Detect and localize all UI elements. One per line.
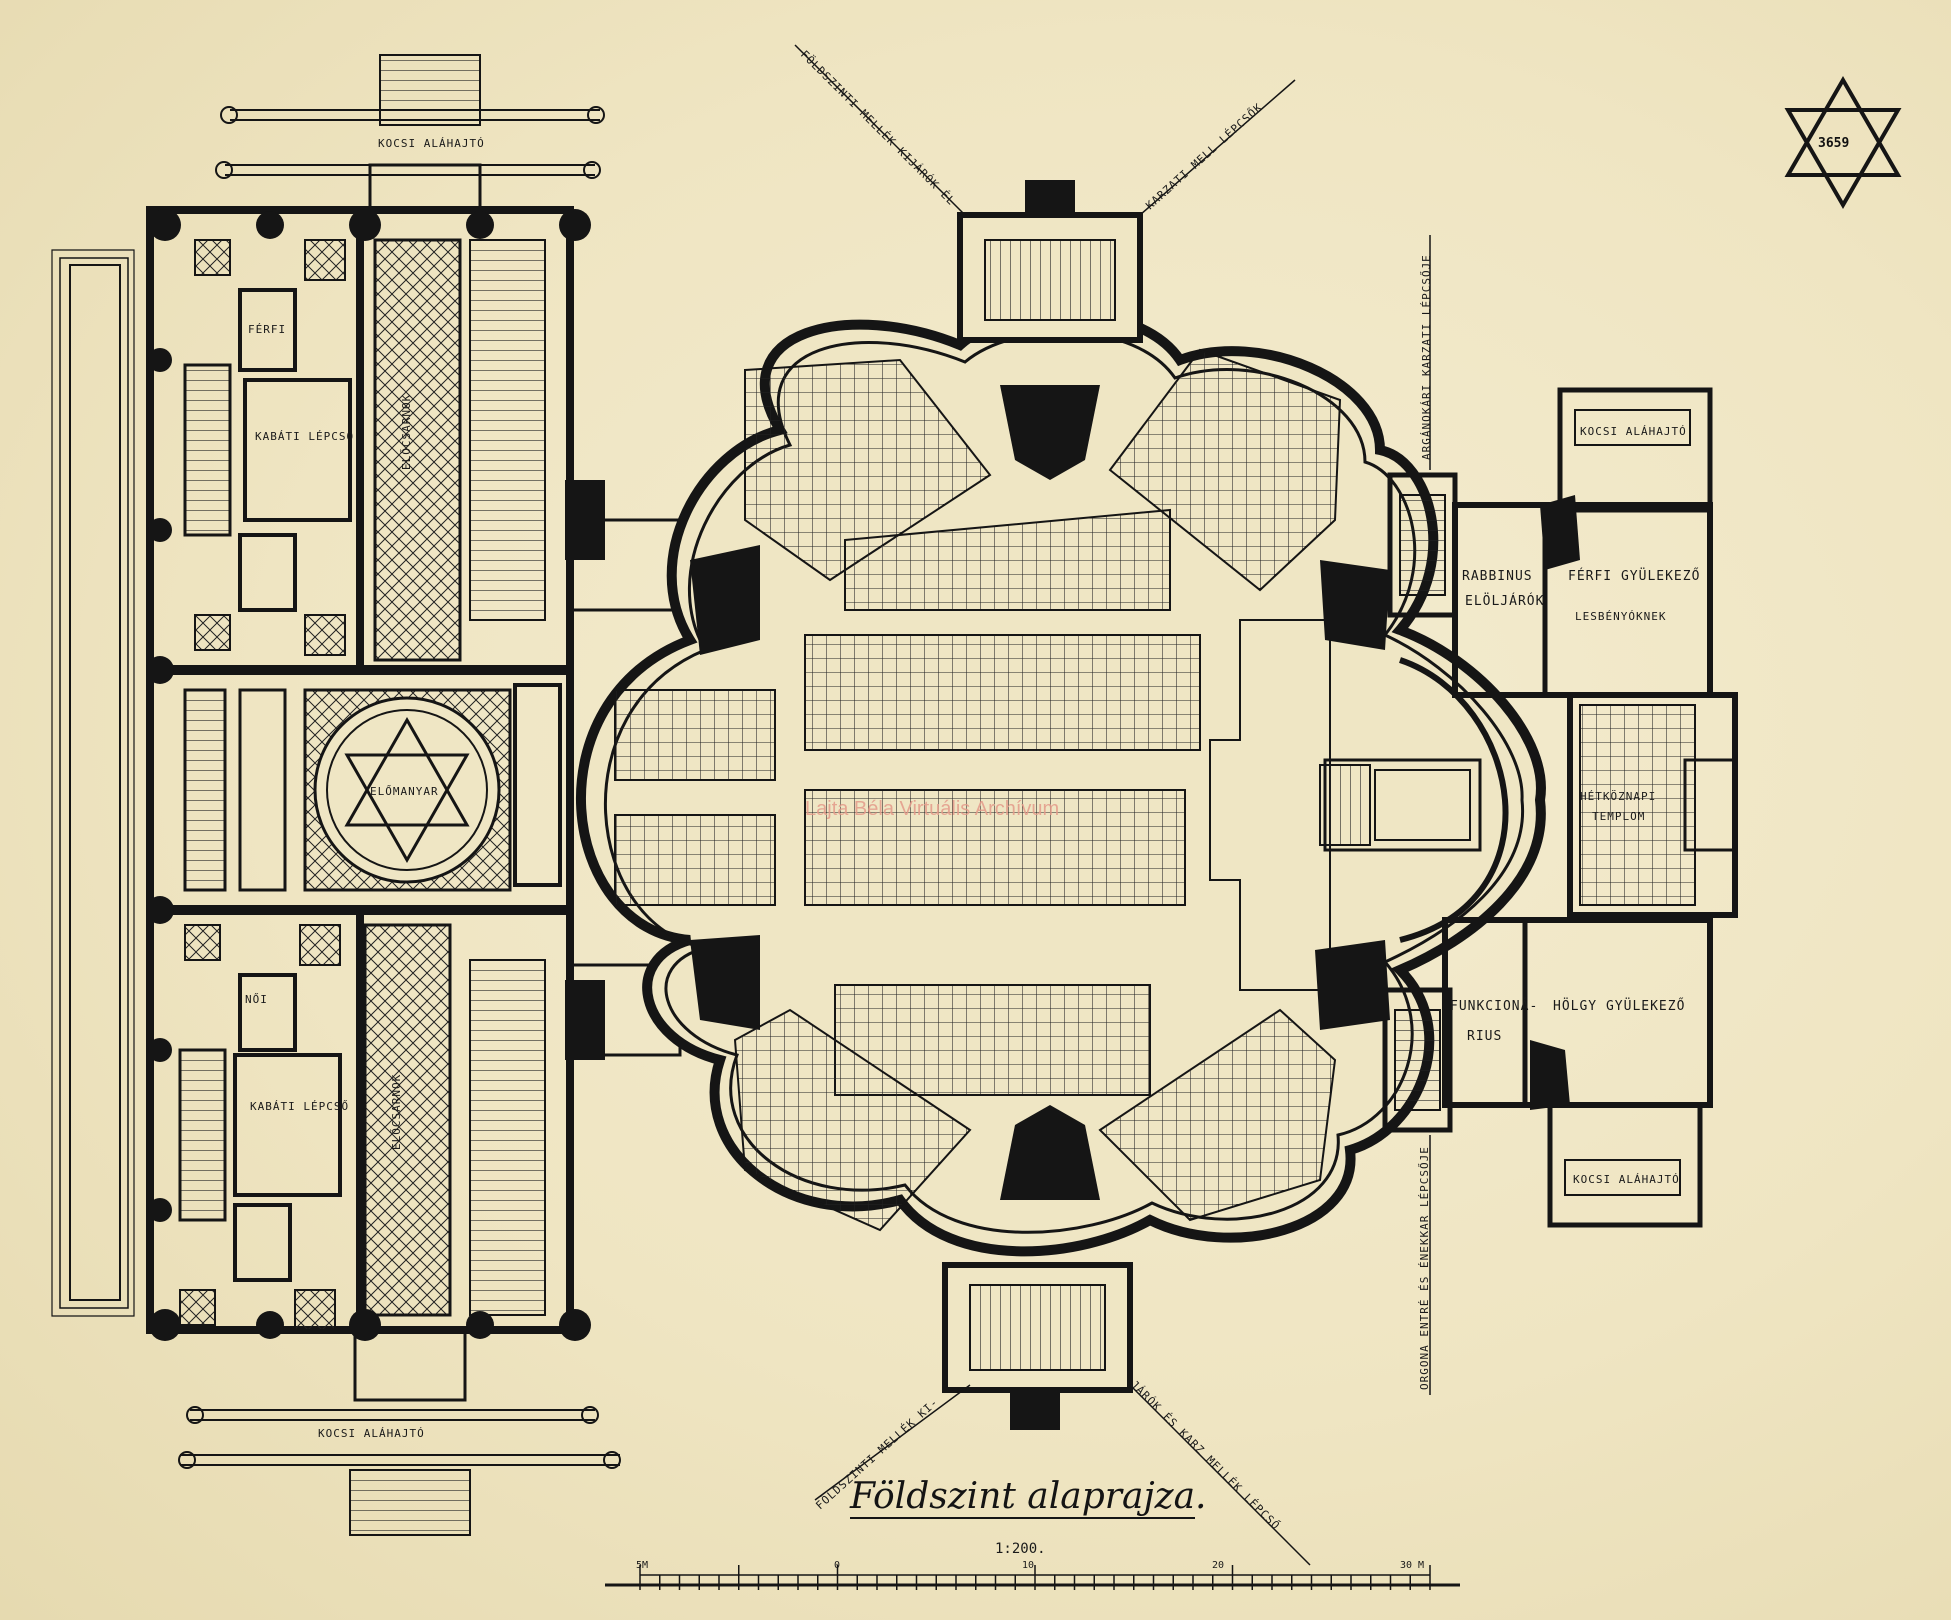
left-wing <box>51 54 682 1536</box>
watermark: Lajta Béla Virtuális Archívum <box>805 798 1059 820</box>
label-hetkoznapi: HÉTKÖZNAPI <box>1580 790 1656 803</box>
scale-tick-label: 30 M <box>1400 1560 1424 1571</box>
label-foldszint-kijarat-top: FÖLDSZINTI MELLÉK KIJÁRÓK ÉL <box>798 48 958 208</box>
scale-label: 1:200. <box>995 1541 1046 1557</box>
label-rabbinus: RABBINUS <box>1462 569 1533 584</box>
scale-tick-label: 20 <box>1212 1560 1224 1571</box>
central-sanctuary <box>576 180 1546 1430</box>
label-kocsi-bottom: KOCSI ALÁHAJTÓ <box>318 1427 425 1440</box>
badge-number: 3659 <box>1818 136 1849 151</box>
annotation-lines <box>794 44 1431 1566</box>
label-orgona-lepcso: ORGONA ENTRÉ ÉS ÉNEKKAR LÉPCSŐJE <box>1417 1146 1431 1390</box>
plan-title: Földszint alaprajza. <box>849 1476 1206 1517</box>
label-eloljarok: ELÖLJÁRÓK <box>1465 592 1544 609</box>
label-templom: TEMPLOM <box>1592 810 1645 823</box>
label-holgy-gyulekezo: HÖLGY GYÜLEKEZŐ <box>1553 997 1685 1014</box>
label-kocsi-right-top: KOCSI ALÁHAJTÓ <box>1580 425 1687 438</box>
label-lesbenyoknek: LESBÉNYÓKNEK <box>1575 610 1666 623</box>
label-elocsarnok-bottom: ELŐCSARNOK <box>389 1074 403 1150</box>
scale-tick-label: 10 <box>1022 1560 1034 1571</box>
label-kabati-lepcso-bottom: KABÁTI LÉPCSŐ <box>250 1099 349 1113</box>
label-ferfi-wc: FÉRFI <box>248 323 286 336</box>
scale-tick-label: 5M <box>636 1560 648 1571</box>
right-wing <box>1382 387 1738 1228</box>
label-rius: RIUS <box>1467 1029 1502 1044</box>
scale-bar <box>605 1565 1460 1590</box>
label-arganokari-lepcso: ARGÁNOKÁRI KARZATI LÉPCSŐJE <box>1419 254 1433 460</box>
scale-tick-label: 0 <box>834 1560 840 1571</box>
label-kocsi-top: KOCSI ALÁHAJTÓ <box>378 137 485 150</box>
label-elomanyar: ELŐMANYAR <box>370 784 439 798</box>
star-of-david-icon <box>1784 76 1902 209</box>
label-ferfi-gyulekezo: FÉRFI GYÜLEKEZŐ <box>1568 567 1700 584</box>
label-noi-wc: NŐI <box>245 992 268 1006</box>
label-kabati-lepcso-top: KABÁTI LÉPCSŐ <box>255 429 354 443</box>
label-funkcionarius: FUNKCIONÁ- <box>1450 998 1538 1014</box>
label-karzati-lepcsok: KARZATI MELL LÉPCSŐK <box>1143 100 1266 212</box>
label-kocsi-right-bottom: KOCSI ALÁHAJTÓ <box>1573 1173 1680 1186</box>
label-elocsarnok-top: ELŐCSARNOK <box>399 394 413 470</box>
